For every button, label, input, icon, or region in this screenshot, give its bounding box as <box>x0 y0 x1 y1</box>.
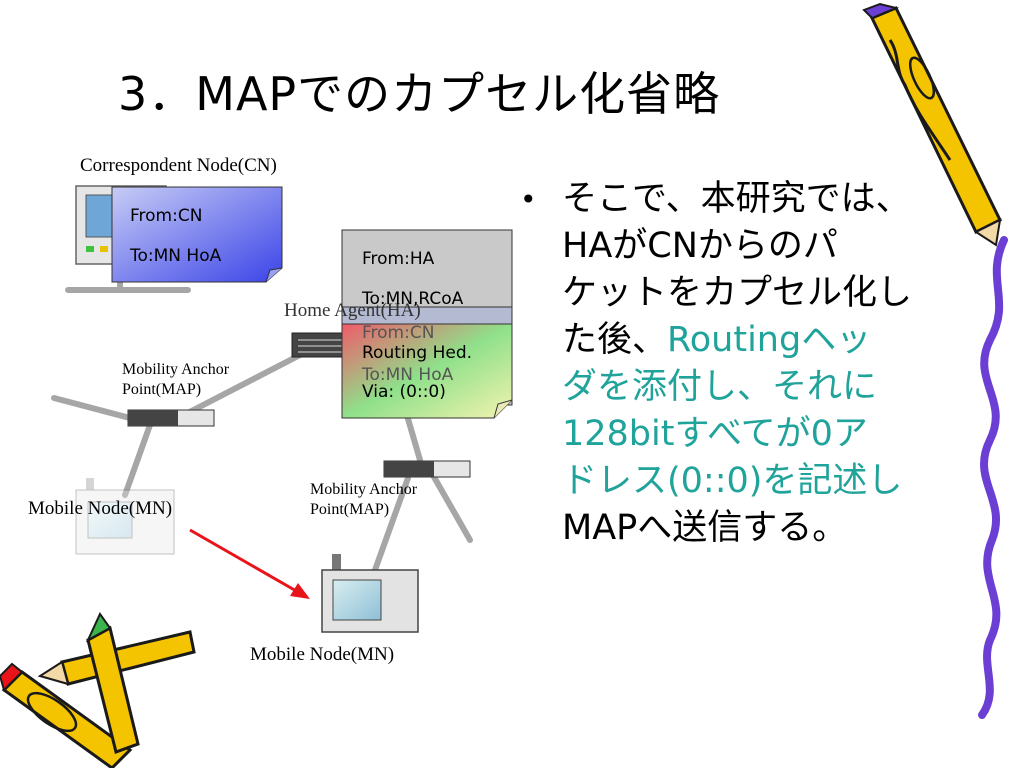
purple-squiggle-icon <box>978 236 1008 719</box>
mobile-node-bottom-icon <box>321 554 419 633</box>
pencil-top-right-icon <box>862 2 1003 247</box>
ha-outer-to: To:MN,RCoA <box>362 289 464 309</box>
bullet-line-3: ケットをカプセル化し <box>562 273 913 313</box>
map-left-label: Mobility Anchor Point(MAP) <box>122 361 230 398</box>
bullet-line-8: MAPへ送信する。 <box>562 508 848 548</box>
bullet-line-5: ダを添付し、それに <box>562 367 878 407</box>
bullet-line-4: た後、Routingヘッ <box>562 320 872 360</box>
mobile-node-left-icon <box>75 478 175 555</box>
ha-inner-via: Via: (0::0) <box>362 382 446 402</box>
ha-label: Home Agent(HA) <box>284 300 421 321</box>
ha-inner-to: To:MN HoA <box>362 365 454 385</box>
bullet-line-2: HAがCNからのパ <box>562 226 838 266</box>
mn-bottom-label: Mobile Node(MN) <box>250 644 395 665</box>
map-left-router-icon <box>127 409 215 427</box>
mn-left-label: Mobile Node(MN) <box>28 498 173 519</box>
bullet-line-6: 128bitすべてが0ア <box>562 414 868 454</box>
bullet-line-1: そこで、本研究では、 <box>562 179 911 219</box>
ha-inner-from: From:CN <box>362 323 435 343</box>
cn-packet-from: From:CN <box>130 206 203 226</box>
bullet-marker: • <box>520 183 537 216</box>
ha-outer-from: From:HA <box>362 249 435 269</box>
bullet-body: そこで、本研究では、 HAがCNからのパ ケットをカプセル化し た後、Routi… <box>562 176 952 552</box>
ha-inner-routing: Routing Hed. <box>362 343 473 363</box>
bullet-line-7: ドレス(0::0)を記述し <box>562 461 903 501</box>
pencils-bottom-left-icon <box>0 612 196 768</box>
cn-packet-to: To:MN HoA <box>130 246 222 266</box>
cn-label: Correspondent Node(CN) <box>80 155 277 176</box>
map-right-label: Mobility Anchor Point(MAP) <box>310 481 418 518</box>
slide-title: 3．MAPでのカプセル化省略 <box>118 67 721 121</box>
map-right-router-icon <box>383 460 471 478</box>
movement-arrow-icon <box>189 528 310 599</box>
ha-inner-packet-icon <box>341 306 513 419</box>
cn-packet-icon <box>111 186 283 283</box>
